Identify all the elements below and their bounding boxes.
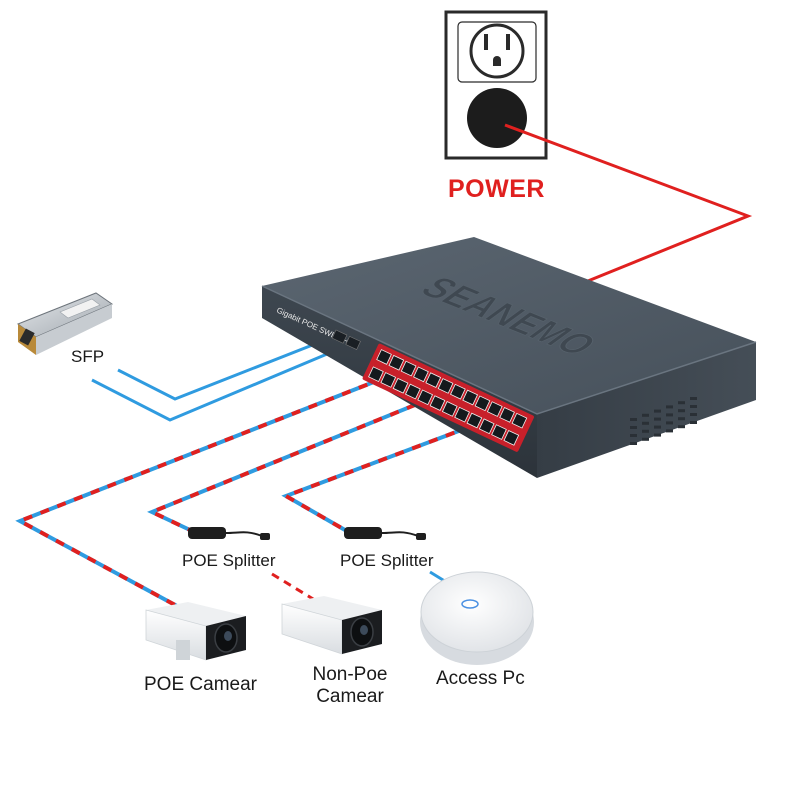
- power-cable: [504, 123, 753, 287]
- vent-slot: [666, 429, 673, 433]
- access-point-label: Access Pc: [436, 668, 525, 689]
- vent-slot: [654, 409, 661, 413]
- poe-cable-to-splitter-1: [147, 396, 433, 532]
- rj45-port: [486, 401, 503, 417]
- rj45-port: [462, 389, 479, 406]
- sfp-module: [16, 292, 114, 355]
- rj45-port: [466, 412, 483, 429]
- rj45-port: [380, 372, 397, 388]
- vent-slot: [630, 426, 637, 429]
- rj45-port: [437, 378, 454, 394]
- poe-switch: SEANEMO Gigabit POE SWITCH: [261, 237, 757, 478]
- power-label: POWER: [448, 175, 545, 203]
- cables: [15, 123, 753, 614]
- rj45-port: [413, 366, 429, 383]
- rj45-port: [376, 349, 392, 365]
- rj45-port: [474, 395, 491, 412]
- rj45-port: [417, 389, 434, 406]
- vent-slot: [678, 401, 685, 405]
- vent-slot: [666, 413, 673, 417]
- vent-slot: [678, 417, 685, 421]
- vent-slot: [630, 442, 637, 445]
- poe-cable-to-splitter-2: [281, 418, 489, 532]
- vent-slot: [666, 405, 673, 409]
- vent-slot: [678, 409, 685, 413]
- vent-slot: [666, 421, 673, 425]
- rj45-port: [400, 360, 417, 377]
- vent-slot: [642, 413, 649, 417]
- rj45-port: [425, 372, 442, 388]
- vent-slot: [642, 429, 649, 433]
- vent-slot: [642, 421, 649, 425]
- vent-slot: [690, 413, 697, 416]
- rj45-port: [478, 418, 495, 435]
- non-poe-camera-label-line1: Non-Poe: [312, 664, 388, 685]
- poe-splitter-2-label: POE Splitter: [340, 551, 434, 570]
- access-point-icon: [420, 571, 534, 665]
- sfp-cable-1: [117, 331, 344, 401]
- switch-sfp-ports: [331, 329, 361, 350]
- vent-slot: [690, 397, 697, 400]
- poe-cable-to-poe-camera: [15, 376, 385, 614]
- vent-slot: [690, 421, 697, 424]
- rj45-port: [388, 354, 405, 371]
- vent-slot: [642, 437, 649, 441]
- vent-slot: [654, 425, 661, 429]
- poe-camera-icon: [145, 602, 246, 661]
- outlet-socket-icon: [469, 23, 525, 79]
- non-poe-camera-icon: [281, 596, 382, 655]
- poe-splitter-1: [188, 527, 270, 540]
- rj45-port: [441, 401, 458, 417]
- power-outlet: [444, 10, 548, 160]
- poe-splitter-1-label: POE Splitter: [182, 551, 276, 570]
- vent-slot: [678, 425, 685, 429]
- vent-slot: [654, 417, 661, 421]
- sfp-label: SFP: [71, 347, 105, 366]
- switch-port-panel: [362, 343, 534, 452]
- splitter-1-to-camera-cable: [271, 572, 319, 604]
- rj45-port: [491, 424, 507, 440]
- rj45-port: [429, 395, 446, 411]
- non-poe-camera-label-line2: Camear: [316, 686, 384, 707]
- rj45-port: [511, 412, 528, 429]
- vent-slot: [630, 418, 637, 421]
- rj45-port: [405, 383, 421, 400]
- poe-camera-label: POE Camear: [144, 674, 257, 695]
- vent-slot: [630, 434, 637, 437]
- rj45-port: [454, 406, 470, 423]
- power-plug-icon: [467, 88, 527, 148]
- sfp-cable-2: [91, 339, 359, 422]
- switch-vents: [630, 397, 697, 445]
- rj45-port: [503, 430, 520, 446]
- rj45-port: [368, 366, 384, 383]
- rj45-port: [392, 377, 409, 394]
- vent-slot: [654, 433, 661, 437]
- poe-splitter-2: [344, 527, 426, 540]
- rj45-port: [499, 407, 515, 423]
- non-poe-camera-label: Non-Poe Camear: [300, 664, 400, 708]
- rj45-port: [450, 383, 466, 400]
- vent-slot: [690, 405, 697, 408]
